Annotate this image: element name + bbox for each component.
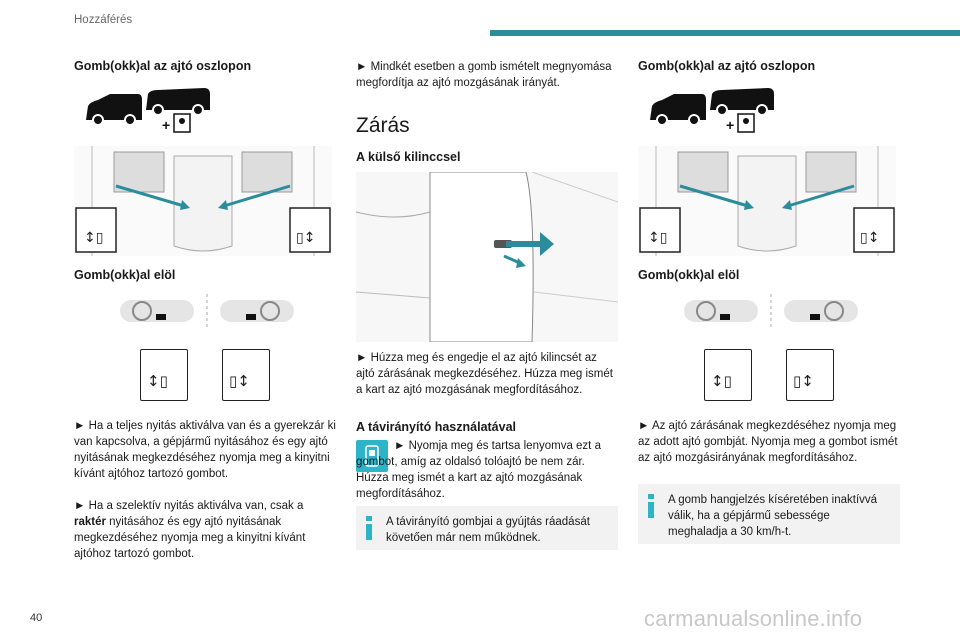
- svg-text:▯↕: ▯↕: [296, 230, 315, 246]
- svg-text:↕▯: ↕▯: [711, 372, 732, 390]
- title-closing: Zárás: [356, 114, 410, 137]
- watermark: carmanualsonline.info: [644, 606, 863, 631]
- paragraph-full-opening: ► Ha a teljes nyitás aktiválva van és a …: [74, 420, 336, 480]
- van-rear-doors-illustration: ↕▯ ▯↕: [74, 146, 332, 256]
- svg-text:↕▯: ↕▯: [147, 372, 168, 390]
- vehicle-silhouettes-icon: +: [650, 88, 774, 133]
- dashboard-indicator-icon: [120, 294, 294, 328]
- heading-exterior-handle: A külső kilinccsel: [356, 150, 461, 164]
- info-icon: [648, 494, 654, 518]
- heading-pillar-buttons-closing: Gomb(okk)al az ajtó oszlopon: [638, 59, 816, 73]
- dashboard-indicator-icon: [684, 294, 858, 328]
- info-icon: [366, 516, 372, 540]
- paragraph-reverse-direction: ► Mindkét esetben a gomb ismételt megnyo…: [356, 61, 612, 89]
- heading-pillar-buttons: Gomb(okk)al az ajtó oszlopon: [74, 59, 252, 73]
- heading-remote: A távirányító használatával: [356, 420, 517, 434]
- paragraph-selective-opening: ► Ha a szelektív nyitás aktiválva van, c…: [74, 500, 306, 560]
- svg-text:↕▯: ↕▯: [84, 230, 103, 246]
- remote-key-icon: [356, 440, 388, 472]
- heading-front-buttons: Gomb(okk)al elöl: [74, 268, 176, 282]
- note-remote-buttons: A távirányító gombjai a gyújtás ráadását…: [356, 506, 618, 550]
- vehicle-silhouettes-icon: +: [86, 88, 210, 133]
- note-speed-inactive: A gomb hangjelzés kíséretében inaktívvá …: [638, 484, 900, 544]
- left-door-button-icon: ↕▯: [704, 349, 752, 401]
- heading-front-buttons-closing: Gomb(okk)al elöl: [638, 268, 740, 282]
- paragraph-remote-closing: ► Nyomja meg és tartsa lenyomva ezt a go…: [356, 440, 601, 500]
- page-number: 40: [30, 612, 43, 624]
- svg-text:↕▯: ↕▯: [648, 230, 667, 246]
- right-door-button-icon: ▯↕: [786, 349, 834, 401]
- svg-text:+: +: [726, 117, 734, 133]
- svg-text:▯↕: ▯↕: [229, 372, 250, 390]
- svg-text:▯↕: ▯↕: [793, 372, 814, 390]
- right-door-button-icon: ▯↕: [222, 349, 270, 401]
- left-door-button-icon: ↕▯: [140, 349, 188, 401]
- paragraph-front-closing: ► Az ajtó zárásának megkezdéséhez nyomja…: [638, 420, 898, 464]
- svg-text:+: +: [162, 117, 170, 133]
- header-accent-bar: [490, 30, 960, 36]
- svg-text:▯↕: ▯↕: [860, 230, 879, 246]
- section-label: Hozzáférés: [74, 14, 133, 26]
- sliding-door-handle-illustration: [356, 172, 618, 342]
- van-rear-doors-illustration: ↕▯ ▯↕: [638, 146, 896, 256]
- paragraph-handle-closing: ► Húzza meg és engedje el az ajtó kilinc…: [356, 352, 613, 396]
